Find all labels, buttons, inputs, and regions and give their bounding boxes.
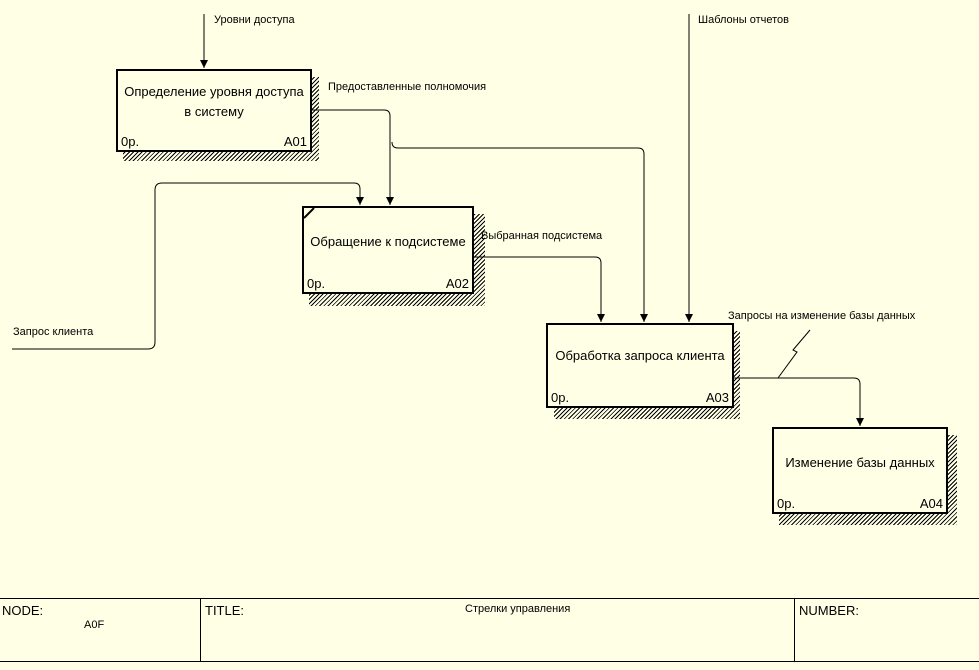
diagram-arrows [12,14,864,426]
arrow-selected-subsystem[interactable] [474,256,605,322]
label-squiggle [777,329,811,379]
title-value: Стрелки управления [465,603,571,615]
arrow-db-change-requests[interactable] [734,377,864,426]
label-access-levels: Уровни доступа [214,14,295,26]
activity-cost: 0р. [307,276,326,291]
activity-title: Изменение базы данных [785,455,935,470]
node-label: NODE: [2,603,44,618]
activity-number: A04 [919,496,943,511]
label-granted-permissions: Предоставленные полномочия [328,81,487,93]
node-value: A0F [84,619,105,631]
label-db-change-requests: Запросы на изменение базы данных [728,310,916,322]
activity-cost: 0р. [777,496,796,511]
activity-box-a04[interactable]: Изменение базы данных 0р. A04 [772,427,948,514]
activity-number: A02 [445,276,469,291]
activity-cost: 0р. [551,390,570,405]
activity-title: Обработка запроса клиента [555,348,725,363]
activity-cost: 0р. [121,134,140,149]
footer-number-cell: NUMBER: [795,599,979,661]
title-label: TITLE: [205,603,245,618]
label-selected-subsystem: Выбранная подсистема [481,230,603,242]
footer-title-cell: TITLE: Стрелки управления [201,599,795,661]
arrow-client-request[interactable] [12,182,364,350]
diagram-footer: NODE: A0F TITLE: Стрелки управления NUMB… [0,598,979,662]
label-client-request: Запрос клиента [13,326,94,338]
arrow-granted-permissions-a02[interactable] [312,109,394,205]
arrow-granted-permissions-a03[interactable] [391,141,648,322]
label-report-templates: Шаблоны отчетов [698,14,789,26]
activity-title: Определение уровня доступа в систему [124,84,304,119]
activity-number: A01 [283,134,307,149]
corner-tick-icon [304,208,315,219]
activity-title: Обращение к подсистеме [310,234,466,249]
activity-box-a03[interactable]: Обработка запроса клиента 0р. A03 [546,323,734,408]
number-label: NUMBER: [799,603,859,618]
activity-number: A03 [705,390,729,405]
activity-box-a01[interactable]: Определение уровня доступа в систему 0р.… [116,69,312,152]
footer-node-cell: NODE: A0F [0,599,201,661]
activity-box-a02[interactable]: Обращение к подсистеме 0р. A02 [302,206,474,294]
